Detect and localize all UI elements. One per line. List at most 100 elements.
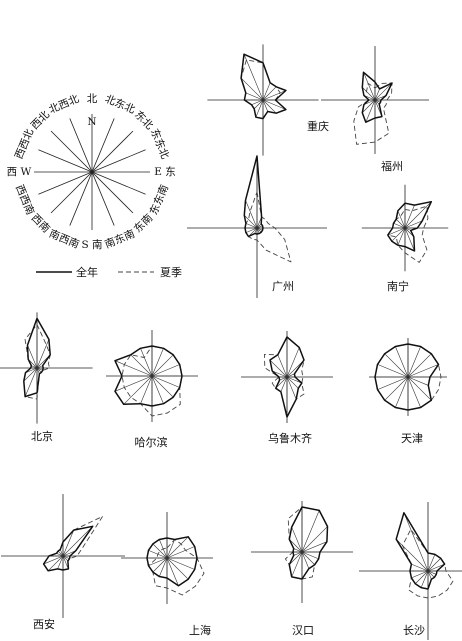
rose-annual-outline (42, 525, 94, 572)
rose-annual-outline (361, 71, 393, 123)
rose-spoke (374, 99, 381, 103)
rose-spoke (395, 538, 429, 572)
rose-spoke (407, 346, 421, 378)
city-label: 南宁 (387, 279, 409, 293)
wind-rose: 西安 (1, 494, 125, 631)
rose-spoke (255, 99, 264, 118)
compass-label: 北 (87, 93, 98, 105)
city-label: 广州 (272, 280, 294, 293)
legend: 全年 夏季 (36, 265, 182, 279)
rose-spoke (275, 376, 288, 389)
wind-rose: 上海 (121, 512, 213, 637)
rose-spoke (244, 215, 258, 229)
rose-spoke (272, 370, 288, 378)
wind-rose: 北京 (0, 312, 93, 443)
city-label: 长沙 (403, 624, 425, 637)
rose-spoke (397, 210, 406, 229)
rose-annual-outline (243, 155, 264, 238)
rose-summer-outline (148, 539, 205, 596)
rose-spoke (254, 227, 258, 234)
rose-spoke (411, 570, 429, 579)
wind-rose: 乌鲁木齐 (241, 331, 333, 445)
rose-spoke (301, 551, 310, 569)
rose-annual-outline (387, 200, 433, 252)
rose-spoke (36, 367, 43, 371)
rose-spoke (289, 539, 303, 553)
rose-spoke (404, 201, 432, 229)
rose-spoke (301, 551, 315, 565)
rose-spoke (151, 354, 174, 377)
rose-spoke (407, 364, 439, 378)
rose-spoke (384, 353, 409, 378)
rose-summer-outline (353, 82, 393, 145)
rose-spoke (403, 512, 429, 572)
compass-label: 南东南 (103, 227, 137, 251)
rose-spoke (374, 99, 380, 105)
rose-spoke (404, 227, 411, 231)
city-label: 北京 (31, 429, 53, 443)
rose-spoke (262, 99, 287, 110)
rose-spoke (280, 376, 288, 392)
rose-spoke (27, 344, 38, 369)
rose-spoke (151, 364, 180, 377)
rose-spoke (166, 536, 189, 559)
rose-spoke (395, 346, 409, 378)
rose-spoke (387, 227, 406, 236)
wind-rose: 长沙 (359, 502, 462, 640)
rose-spoke (377, 376, 409, 390)
rose-spoke (374, 82, 393, 101)
city-label: 重庆 (307, 119, 329, 133)
rose-spoke (262, 82, 271, 101)
rose-annual-outline (288, 506, 329, 580)
compass-north-letter: N (87, 116, 96, 128)
compass-label: 西 W (7, 166, 32, 178)
compass-label: S 南 (81, 238, 102, 251)
rose-spoke (24, 367, 38, 397)
rose-spoke (291, 526, 303, 553)
rose-spoke (56, 553, 64, 557)
compass-label: 北东北 (103, 92, 138, 116)
rose-annual-outline (23, 317, 51, 398)
rose-spoke (31, 365, 38, 369)
rose-spoke (427, 563, 445, 572)
rose-annual-outline (114, 345, 183, 407)
legend-annual-label: 全年 (76, 265, 98, 279)
rose-spoke (130, 354, 153, 377)
rose-spoke (365, 99, 376, 123)
rose-spoke (245, 223, 258, 229)
rose-spoke (286, 376, 297, 400)
rose-spoke (286, 376, 299, 389)
compass-label: 西西南 (13, 183, 37, 217)
compass-label: 东北 (132, 108, 156, 132)
rose-spoke (286, 376, 302, 384)
rose-spoke (362, 87, 376, 101)
rose-spoke (407, 376, 432, 401)
wind-rose: 天津 (369, 338, 447, 445)
rose-annual-outline (146, 536, 198, 587)
rose-spoke (166, 557, 179, 586)
compass-spoke (69, 118, 115, 226)
rose-spoke (293, 548, 303, 553)
rose-spoke (151, 375, 174, 398)
city-label: 哈尔滨 (135, 435, 168, 449)
wind-rose: 南宁 (361, 184, 449, 293)
rose-spoke (114, 375, 153, 392)
rose-spoke (152, 557, 168, 573)
rose-annual-outline (395, 512, 446, 590)
rose-spoke (301, 526, 328, 553)
rose-spoke (384, 376, 409, 401)
rose-spoke (420, 570, 429, 588)
rose-spoke (404, 204, 415, 229)
rose-spoke (407, 376, 429, 386)
rose-summer-outline (240, 59, 287, 120)
wind-rose: 福州 (321, 46, 429, 173)
rose-spoke (269, 359, 288, 378)
rose-spoke (57, 550, 64, 557)
rose-spoke (114, 360, 153, 377)
rose-spoke (140, 375, 153, 404)
rose-spoke (391, 227, 406, 242)
compass-label: 南西南 (47, 227, 81, 251)
rose-spoke (166, 546, 195, 559)
rose-spoke (36, 367, 42, 373)
wind-rose: 广州 (187, 155, 327, 298)
